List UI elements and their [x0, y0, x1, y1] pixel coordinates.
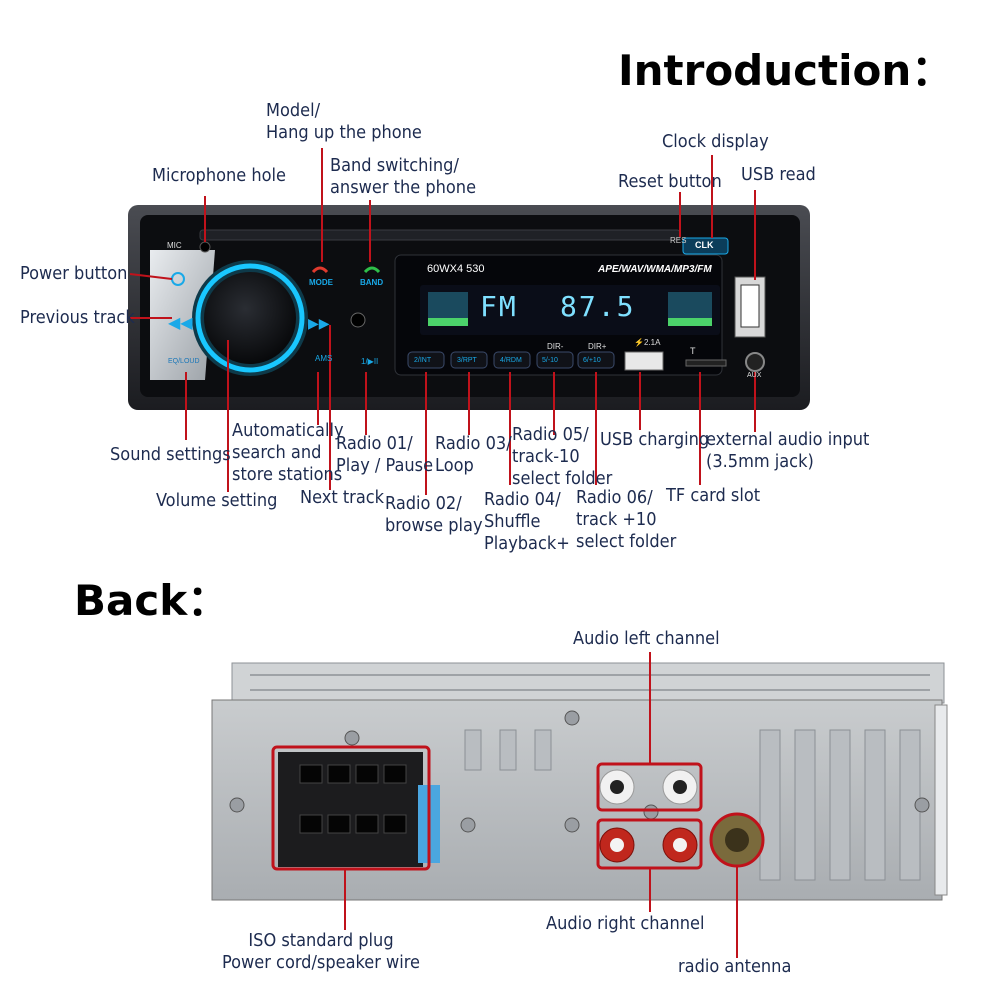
aux-label: AUX	[747, 372, 762, 379]
dir-plus-label: DIR+	[588, 342, 607, 351]
preset-2-shape	[407, 351, 445, 369]
mode-button[interactable]: MODE	[309, 278, 333, 287]
usb-amperage: ⚡2.1A	[634, 338, 661, 347]
microphone-hole	[199, 241, 211, 253]
mic-label: MIC	[167, 241, 182, 250]
iso-highlight	[271, 745, 431, 871]
reset-button[interactable]: RES	[670, 236, 687, 245]
label-auto-search: Automatically search and store stations	[232, 420, 344, 485]
preset-4-button[interactable]: 4/RDM	[500, 357, 522, 364]
label-model: Model/ Hang up the phone	[266, 100, 422, 143]
label-clock-display: Clock display	[662, 131, 769, 152]
band-button[interactable]: BAND	[360, 278, 384, 287]
label-usb-read: USB read	[741, 164, 816, 185]
label-volume-setting: Volume setting	[156, 490, 278, 511]
display-band: FM	[480, 290, 518, 323]
label-audio-left-channel: Audio left channel	[573, 628, 720, 649]
preset-5-button[interactable]: 5/-10	[542, 357, 558, 364]
tf-card-slot-shape	[685, 359, 727, 367]
chassis-top	[231, 662, 945, 704]
usb-charging-port	[624, 351, 664, 371]
previous-track-icon: ◀◀	[168, 315, 193, 332]
label-next-track: Next track	[300, 487, 385, 508]
preset-6-button[interactable]: 6/+10	[583, 357, 601, 364]
label-previous-track: Previous track	[20, 307, 135, 328]
label-radio-04: Radio 04/ Shuffle Playback+	[484, 489, 570, 554]
lcd-screen	[420, 285, 720, 335]
aux-jack	[745, 352, 765, 372]
front-pointers	[129, 148, 756, 495]
label-usb-charging: USB charging	[600, 429, 710, 450]
rca-right-jacks	[599, 827, 698, 863]
label-radio-03: Radio 03/ Loop	[435, 433, 512, 476]
preset-3-shape	[450, 351, 488, 369]
label-reset-button: Reset button	[618, 171, 722, 192]
label-iso-plug: ISO standard plug Power cord/speaker wir…	[222, 930, 420, 973]
power-panel	[150, 250, 215, 380]
spectrum-right	[668, 292, 712, 326]
model-number: 60WX4 530	[427, 263, 485, 275]
preset-3-button[interactable]: 3/RPT	[457, 357, 477, 364]
tf-label: T	[690, 346, 696, 356]
label-sound-settings: Sound settings	[110, 444, 231, 465]
preset-6-shape	[577, 351, 615, 369]
label-audio-right-channel: Audio right channel	[546, 913, 705, 934]
display-frequency: 87.5	[560, 290, 636, 323]
label-radio-antenna: radio antenna	[678, 956, 792, 977]
next-track-icon: ▶▶	[308, 315, 330, 331]
label-microphone-hole: Microphone hole	[152, 165, 287, 186]
preset-2-button[interactable]: 2/INT	[414, 357, 432, 364]
preset-4-shape	[493, 351, 531, 369]
introduction-heading: Introduction：	[618, 46, 954, 95]
preset-1-button[interactable]: 1/▶II	[361, 357, 379, 366]
label-radio-01: Radio 01/ Play / Pause	[336, 433, 434, 476]
rca-left-jacks	[599, 769, 698, 805]
label-band: Band switching/ answer the phone	[330, 155, 477, 198]
clk-label[interactable]: CLK	[695, 240, 714, 250]
back-heading: Back：	[74, 576, 230, 625]
preset-5-shape	[536, 351, 574, 369]
back-pointers	[344, 652, 738, 958]
label-external-audio: external audio input (3.5mm jack)	[706, 429, 870, 472]
volume-knob-ring	[195, 263, 305, 373]
label-tf-card-slot: TF card slot	[666, 485, 761, 506]
label-radio-05: Radio 05/ track-10 select folder	[512, 424, 613, 489]
clk-button	[682, 237, 729, 255]
ams-button[interactable]: AMS	[315, 354, 333, 363]
dir-minus-label: DIR-	[547, 342, 564, 351]
label-radio-06: Radio 06/ track +10 select folder	[576, 487, 677, 552]
label-radio-02: Radio 02/ browse play	[385, 493, 483, 536]
ir-sensor	[350, 312, 366, 328]
phone-answer-icon	[363, 266, 381, 274]
spectrum-left	[428, 292, 468, 326]
volume-knob	[204, 272, 296, 364]
label-power-button: Power button	[20, 263, 128, 284]
phone-hangup-icon	[311, 266, 329, 274]
eq-loud-button[interactable]: EQ/LOUD	[168, 358, 200, 365]
formats-label: APE/WAV/WMA/MP3/FM	[598, 264, 712, 275]
